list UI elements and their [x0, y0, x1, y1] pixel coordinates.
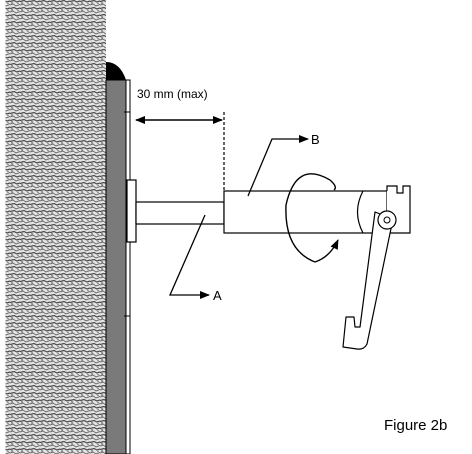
mounting-flange: [126, 179, 137, 243]
wall-panel: [105, 79, 127, 454]
dimension-label: 30 mm (max): [137, 87, 208, 101]
masonry-wall: [4, 0, 106, 454]
rotation-arrow-icon: [285, 173, 339, 263]
door-edge: [125, 79, 131, 454]
label-b: B: [311, 132, 320, 147]
panel-top-cap: [106, 62, 126, 80]
lever-handle: [342, 210, 397, 350]
dimension-indicator: [135, 112, 225, 190]
figure-caption: Figure 2b: [384, 417, 447, 434]
leader-a-arrow: [169, 214, 210, 299]
leader-b-arrow: [247, 135, 309, 197]
shaft-a: [135, 201, 225, 225]
label-a: A: [213, 288, 222, 303]
